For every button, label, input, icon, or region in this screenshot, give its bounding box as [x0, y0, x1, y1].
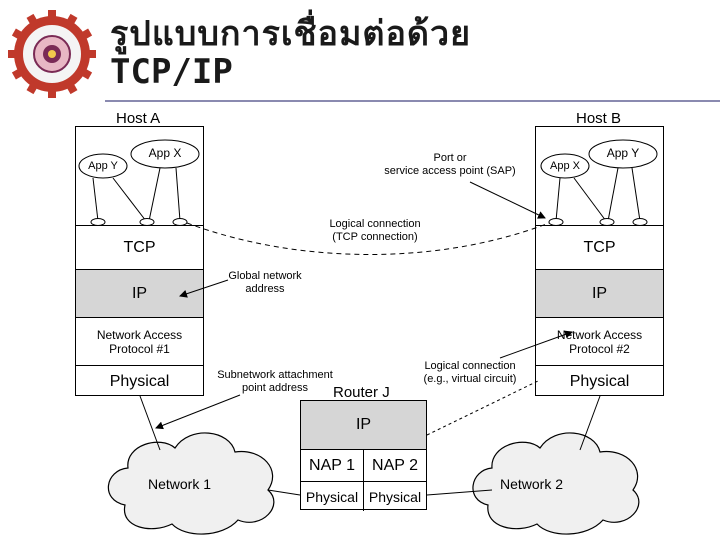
host-b-physical: Physical [536, 365, 663, 397]
network-1-cloud [107, 432, 275, 535]
host-b-app-y-label: App Y [606, 146, 640, 160]
network-1-label: Network 1 [148, 476, 212, 492]
host-b-tcp: TCP [536, 225, 663, 269]
host-b-app-x-oval [540, 153, 590, 179]
virtual-circuit-label: Logical connection (e.g., virtual circui… [423, 360, 517, 385]
router-ip: IP [301, 401, 426, 449]
host-b-title: Host B [576, 110, 622, 127]
router-nap2: NAP 2 [372, 456, 418, 474]
host-a-title: Host A [116, 110, 161, 127]
router-physical1: Physical [301, 482, 364, 511]
router-nap-row: NAP 1 NAP 2 [301, 449, 426, 481]
host-a-app-x-oval [130, 139, 200, 169]
tcp-connection-label: Logical connection (TCP connection) [329, 218, 421, 243]
network-2-label: Network 2 [500, 476, 564, 492]
router-physical2: Physical [368, 488, 422, 505]
network-2-cloud [472, 432, 640, 535]
host-a-network-access: Network Access Protocol #1 [76, 317, 203, 365]
global-address-label: Global network address [228, 270, 302, 295]
host-b-app-x-label: App X [550, 160, 580, 172]
router-nap1: NAP 1 [301, 450, 364, 481]
router-title: Router J [333, 384, 390, 401]
university-seal-icon [6, 8, 98, 100]
host-b-ip: IP [536, 269, 663, 317]
host-a-app-x-label: App X [148, 146, 182, 160]
host-a-physical: Physical [76, 365, 203, 397]
host-a-app-y-label: App Y [88, 160, 118, 172]
host-b-app-y-oval [588, 139, 658, 169]
slide-title-line2: TCP/IP [110, 52, 233, 92]
host-a-tcp: TCP [76, 225, 203, 269]
router-box: IP NAP 1 NAP 2 Physical Physical [300, 400, 427, 511]
slide-title-line1: รูปแบบการเชื่อมต่อด้วย [110, 14, 471, 54]
subnet-address-label: Subnetwork attachment point address [217, 369, 333, 394]
title-divider [105, 100, 720, 102]
sap-label: Port or service access point (SAP) [384, 152, 516, 177]
host-a-app-y-oval [78, 153, 128, 179]
router-phys-row: Physical Physical [301, 481, 426, 511]
